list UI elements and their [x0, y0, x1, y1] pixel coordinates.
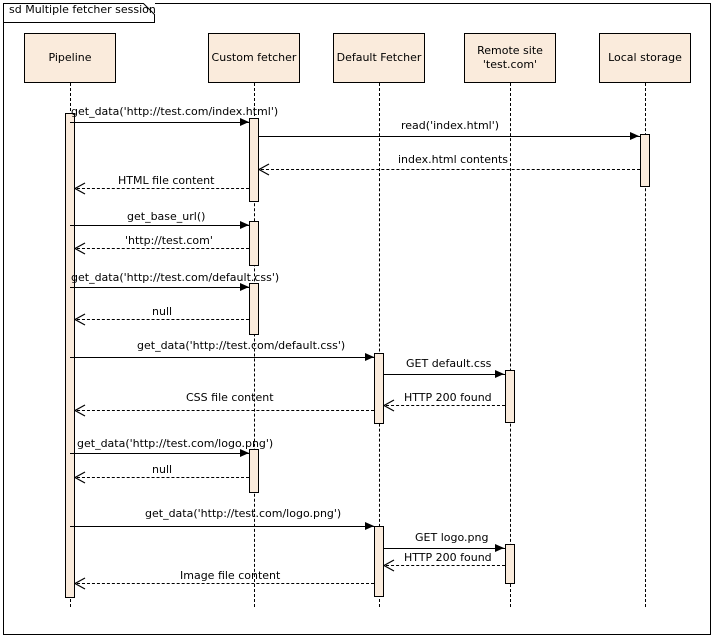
message-line-8[interactable]	[77, 319, 249, 320]
message-label-17: HTTP 200 found	[404, 551, 492, 564]
message-line-5[interactable]	[70, 225, 250, 226]
activation-custom-fetcher-4	[249, 449, 259, 493]
message-line-14[interactable]	[77, 477, 249, 478]
message-line-3[interactable]	[261, 169, 640, 170]
message-label-10: GET default.css	[406, 357, 492, 370]
message-label-5: get_base_url()	[127, 210, 206, 223]
frame-title-label: sd Multiple fetcher session	[9, 3, 156, 16]
message-arrowhead-1	[240, 118, 249, 126]
message-arrowhead-14	[74, 471, 86, 484]
activation-default-fetcher-2	[374, 526, 384, 597]
message-arrowhead-9	[365, 353, 374, 361]
frame-title-tab	[3, 3, 155, 23]
message-label-14: null	[152, 463, 173, 476]
message-label-15: get_data('http://test.com/logo.png')	[145, 507, 342, 520]
message-label-16: GET logo.png	[415, 531, 489, 544]
activation-pipeline	[65, 113, 75, 598]
message-label-18: Image file content	[180, 569, 281, 582]
activation-default-fetcher-1	[374, 353, 384, 424]
message-line-10[interactable]	[384, 374, 505, 375]
message-line-7[interactable]	[70, 287, 250, 288]
message-arrowhead-8	[74, 313, 86, 326]
lifeline-local-storage	[645, 83, 646, 607]
activation-remote-site-1	[505, 370, 515, 423]
message-line-9[interactable]	[70, 357, 375, 358]
message-line-6[interactable]	[77, 248, 249, 249]
lifeline-label-custom-fetcher: Custom fetcher	[211, 51, 297, 64]
message-arrowhead-15	[365, 522, 374, 530]
message-line-16[interactable]	[384, 548, 505, 549]
message-label-9: get_data('http://test.com/default.css')	[137, 339, 346, 352]
message-line-1[interactable]	[70, 122, 250, 123]
activation-local-storage-1	[640, 134, 650, 187]
message-arrowhead-5	[240, 221, 249, 229]
activation-custom-fetcher-2	[249, 221, 259, 266]
message-line-13[interactable]	[70, 453, 250, 454]
message-arrowhead-4	[74, 182, 86, 195]
message-label-1: get_data('http://test.com/index.html')	[71, 105, 279, 118]
frame-tab-shape	[3, 3, 155, 23]
lifeline-label-pipeline: Pipeline	[48, 51, 92, 64]
message-arrowhead-6	[74, 242, 86, 255]
lifeline-head-remote-site[interactable]: Remote site 'test.com'	[464, 33, 556, 83]
message-arrowhead-10	[495, 370, 504, 378]
message-arrowhead-3	[258, 163, 270, 176]
message-label-2: read('index.html')	[401, 119, 500, 132]
message-line-2[interactable]	[259, 136, 640, 137]
message-line-11[interactable]	[386, 405, 505, 406]
message-label-13: get_data('http://test.com/logo.png')	[77, 437, 274, 450]
lifeline-remote-site	[510, 83, 511, 607]
lifeline-label-remote-site: Remote site	[477, 44, 543, 57]
message-arrowhead-2	[630, 132, 639, 140]
message-label-7: get_data('http://test.com/default.css')	[71, 271, 280, 284]
message-label-11: HTTP 200 found	[404, 391, 492, 404]
lifeline-label-default-fetcher: Default Fetcher	[336, 51, 422, 64]
message-line-18[interactable]	[77, 583, 374, 584]
lifeline-default-fetcher	[379, 83, 380, 607]
activation-custom-fetcher-1	[249, 118, 259, 202]
message-line-4[interactable]	[77, 188, 249, 189]
message-arrowhead-13	[240, 449, 249, 457]
message-arrowhead-11	[383, 399, 395, 412]
message-line-17[interactable]	[386, 565, 505, 566]
message-label-8: null	[152, 305, 173, 318]
lifeline-label-remote-site-host: 'test.com'	[482, 58, 538, 71]
message-arrowhead-16	[495, 544, 504, 552]
message-line-15[interactable]	[70, 526, 375, 527]
message-arrowhead-12	[74, 404, 86, 417]
message-arrowhead-17	[383, 559, 395, 572]
message-line-12[interactable]	[77, 410, 374, 411]
lifeline-label-local-storage: Local storage	[608, 51, 682, 64]
lifeline-head-default-fetcher[interactable]: Default Fetcher	[333, 33, 425, 83]
message-arrowhead-18	[74, 577, 86, 590]
message-label-6: 'http://test.com'	[125, 234, 213, 247]
message-label-12: CSS file content	[186, 391, 274, 404]
activation-custom-fetcher-3	[249, 283, 259, 335]
lifeline-custom-fetcher	[254, 83, 255, 607]
lifeline-head-local-storage[interactable]: Local storage	[599, 33, 691, 83]
lifeline-head-custom-fetcher[interactable]: Custom fetcher	[208, 33, 300, 83]
message-label-3: index.html contents	[398, 153, 508, 166]
lifeline-head-pipeline[interactable]: Pipeline	[24, 33, 116, 83]
message-arrowhead-7	[240, 283, 249, 291]
message-label-4: HTML file content	[118, 174, 215, 187]
activation-remote-site-2	[505, 544, 515, 584]
